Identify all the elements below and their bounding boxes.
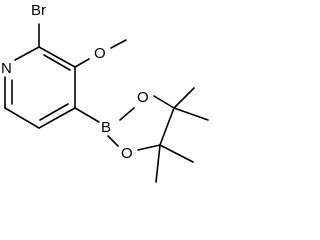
bond-o-upper-c: [153, 95, 175, 109]
pyridine-ring: [4, 46, 76, 129]
molecule-structure: Br N O B O O: [1, 2, 209, 183]
bond-c-o-lower: [137, 144, 161, 151]
atom-n: N: [1, 60, 12, 77]
atom-o-upper: O: [137, 89, 149, 106]
bond-n-c2: [14, 46, 40, 61]
bond-c2-c3-inner: [43, 54, 71, 71]
bond-methyl-4: [155, 144, 161, 183]
atom-br: Br: [31, 2, 46, 19]
bond-c3-o: [74, 58, 90, 68]
bond-methyl-2: [173, 107, 209, 121]
bond-c2-c3: [38, 46, 76, 68]
bond-methyl-3: [159, 144, 194, 163]
bond-c4-c5: [38, 107, 76, 129]
bond-c4-c5-inner: [39, 103, 69, 121]
atom-b: B: [101, 119, 111, 136]
bond-c4-b: [74, 107, 100, 123]
dioxaborolane-ring: [107, 95, 175, 151]
bond-o-ch3: [110, 39, 127, 49]
atom-o-lower: O: [121, 145, 133, 162]
bond-o-lower-b: [107, 135, 119, 147]
atom-o-methoxy: O: [94, 45, 106, 62]
bond-c-c: [159, 107, 175, 146]
bond-methyl-1: [173, 87, 195, 109]
bond-c5-c6: [4, 107, 40, 129]
bond-b-o-upper: [119, 107, 135, 121]
